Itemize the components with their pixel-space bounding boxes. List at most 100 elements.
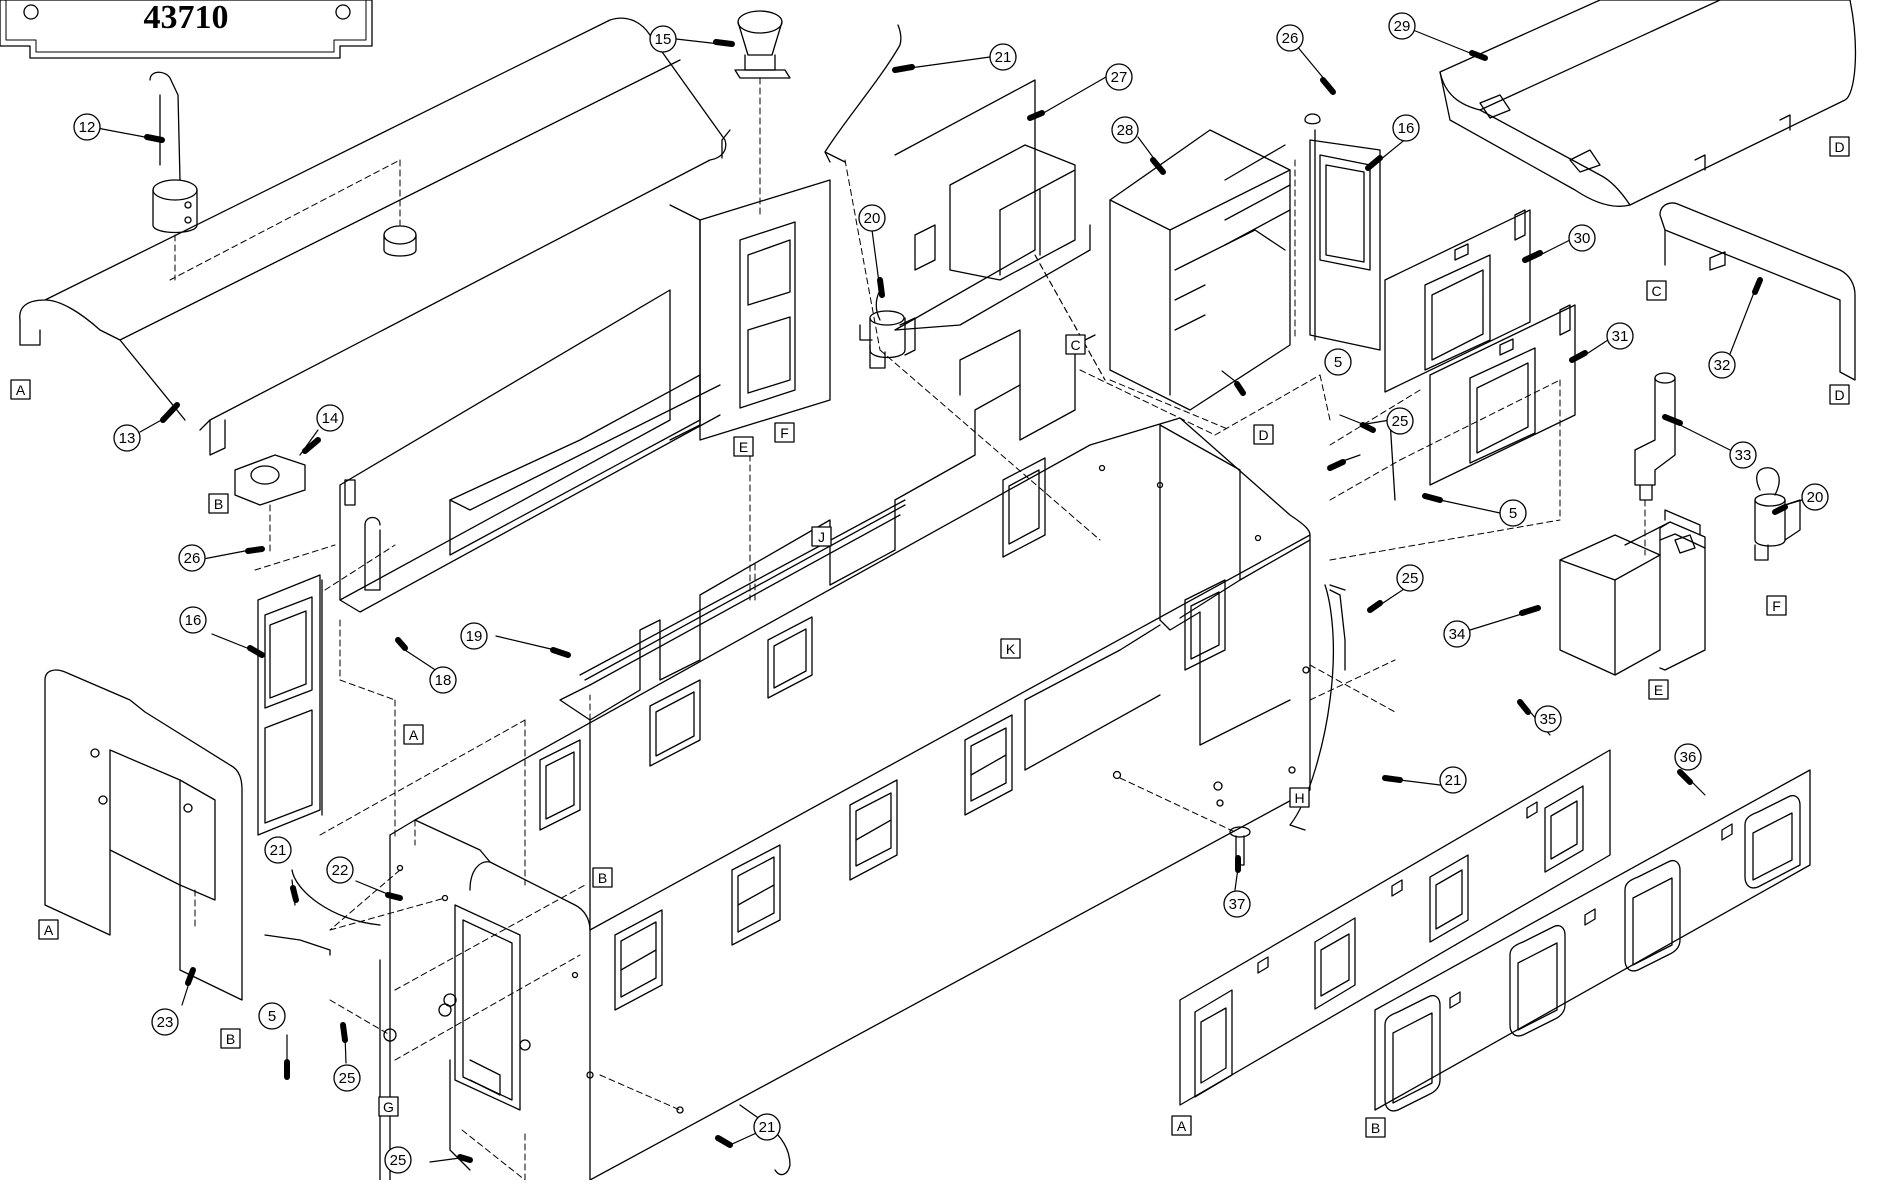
callout-25-bottom: 25	[384, 1146, 412, 1174]
callout-20-mid: 20	[858, 204, 886, 232]
roof-part-13	[19, 17, 731, 456]
ref-B-panel: B	[1365, 1117, 1386, 1138]
callout-20-right-label: 20	[1807, 489, 1824, 506]
ref-D-mid: D	[1253, 424, 1274, 445]
callout-25-right: 25	[1396, 564, 1424, 592]
alignment-lines	[194, 159, 1561, 1181]
callout-37: 37	[1223, 890, 1251, 918]
ref-K-label: K	[1006, 641, 1016, 657]
callout-21-top-label: 21	[995, 49, 1012, 66]
ref-A-roof: A	[10, 379, 31, 400]
ref-K: K	[1000, 638, 1021, 659]
ref-A-end-label: A	[44, 922, 54, 938]
callout-26-top: 26	[1276, 24, 1304, 52]
side-panel-part-30	[1384, 209, 1531, 393]
ref-D-end: D	[1829, 384, 1850, 405]
callout-15-label: 15	[655, 31, 672, 48]
callout-29-label: 29	[1394, 18, 1411, 35]
side-panel-part-35	[1179, 749, 1611, 1106]
callout-30-label: 30	[1574, 230, 1591, 247]
stove-pipe-part-33	[1634, 372, 1676, 556]
callout-30: 30	[1568, 224, 1596, 252]
ref-F-lamp-label: F	[1772, 598, 1781, 614]
ref-B-end-label: B	[226, 1031, 235, 1047]
ref-F-lamp: F	[1766, 595, 1787, 616]
callout-32: 32	[1708, 351, 1736, 379]
ref-B-roof-label: B	[214, 496, 223, 512]
lamp-part-20	[859, 289, 916, 369]
callout-33-label: 33	[1735, 447, 1752, 464]
end-panel-part-23	[44, 669, 243, 1001]
callout-35: 35	[1534, 705, 1562, 733]
callout-23-label: 23	[157, 1014, 174, 1031]
ref-D-mid-label: D	[1258, 427, 1268, 443]
callout-34-label: 34	[1449, 626, 1466, 643]
callout-12-label: 12	[79, 119, 96, 136]
callout-21-top: 21	[989, 43, 1017, 71]
door-wall-section	[669, 179, 831, 441]
reference-boxes: A B E F J C D D C D F E K H A B A B G A …	[10, 136, 1850, 1138]
lamp-part-15	[734, 10, 791, 216]
callout-25-mid-label: 25	[1392, 413, 1409, 430]
callout-18-label: 18	[435, 672, 452, 689]
nameplate: 43710	[0, 0, 373, 59]
ref-C-upper-label: C	[1070, 337, 1080, 353]
callout-34: 34	[1443, 620, 1471, 648]
ref-C-end-label: C	[1651, 283, 1661, 299]
callout-25-bottom-label: 25	[390, 1152, 407, 1169]
ref-B-end: B	[220, 1028, 241, 1049]
shelf-unit-part-28	[1109, 129, 1291, 431]
callout-5-mid: 5	[1499, 499, 1527, 527]
callout-36-label: 36	[1680, 749, 1697, 766]
callout-26-left: 26	[178, 544, 206, 572]
callout-28: 28	[1111, 116, 1139, 144]
roof-section-part-29	[1439, 0, 1857, 207]
callout-26-top-label: 26	[1282, 30, 1299, 47]
callout-22-label: 22	[332, 862, 349, 879]
part-callouts: 12 13 14 15 21 27 28 26 16 29 30 31 32 3…	[73, 12, 1829, 1174]
callout-20-mid-label: 20	[864, 210, 881, 227]
stove-part-34	[1559, 509, 1706, 676]
callout-5-top: 5	[1324, 348, 1352, 376]
callout-16-top-label: 16	[1398, 120, 1415, 137]
callout-37-label: 37	[1229, 896, 1246, 913]
ref-E-stove-label: E	[1654, 682, 1663, 698]
ref-E-upper: E	[733, 436, 754, 457]
callout-5-mid-label: 5	[1509, 505, 1517, 522]
callout-29: 29	[1388, 12, 1416, 40]
callout-26-left-label: 26	[184, 550, 201, 567]
callout-20-right: 20	[1801, 483, 1829, 511]
ref-C-upper: C	[1065, 334, 1086, 355]
callout-33: 33	[1729, 441, 1757, 469]
callout-13-label: 13	[119, 430, 136, 447]
side-panel-part-31	[1429, 304, 1576, 486]
interior-wall-part-18	[339, 289, 721, 613]
nameplate-number: 43710	[144, 0, 229, 36]
callout-25-right-label: 25	[1402, 570, 1419, 587]
ref-A-end: A	[38, 919, 59, 940]
callout-23: 23	[151, 1008, 179, 1036]
body-windows	[539, 457, 1226, 1011]
ref-B-panel-label: B	[1371, 1120, 1380, 1136]
ref-B-mid: B	[592, 867, 613, 888]
callout-12: 12	[73, 113, 101, 141]
callout-16-top: 16	[1392, 114, 1420, 142]
ref-J-label: J	[818, 529, 825, 545]
ref-H: H	[1289, 787, 1310, 808]
callout-16-left-label: 16	[185, 612, 202, 629]
callout-28-label: 28	[1117, 122, 1134, 139]
stack-part-12	[149, 71, 198, 281]
callout-5-left: 5	[258, 1002, 286, 1030]
callout-32-label: 32	[1714, 357, 1731, 374]
callout-21-bottom: 21	[753, 1113, 781, 1141]
callout-13: 13	[113, 424, 141, 452]
ref-A-mid-label: A	[409, 727, 419, 743]
callout-31: 31	[1606, 322, 1634, 350]
ref-F-upper: F	[774, 422, 795, 443]
roof-end-part-32	[1659, 202, 1856, 381]
ref-D-roof: D	[1829, 136, 1850, 157]
ref-B-mid-label: B	[598, 870, 607, 886]
callout-5-left-label: 5	[268, 1008, 276, 1025]
callout-27-label: 27	[1111, 69, 1128, 86]
